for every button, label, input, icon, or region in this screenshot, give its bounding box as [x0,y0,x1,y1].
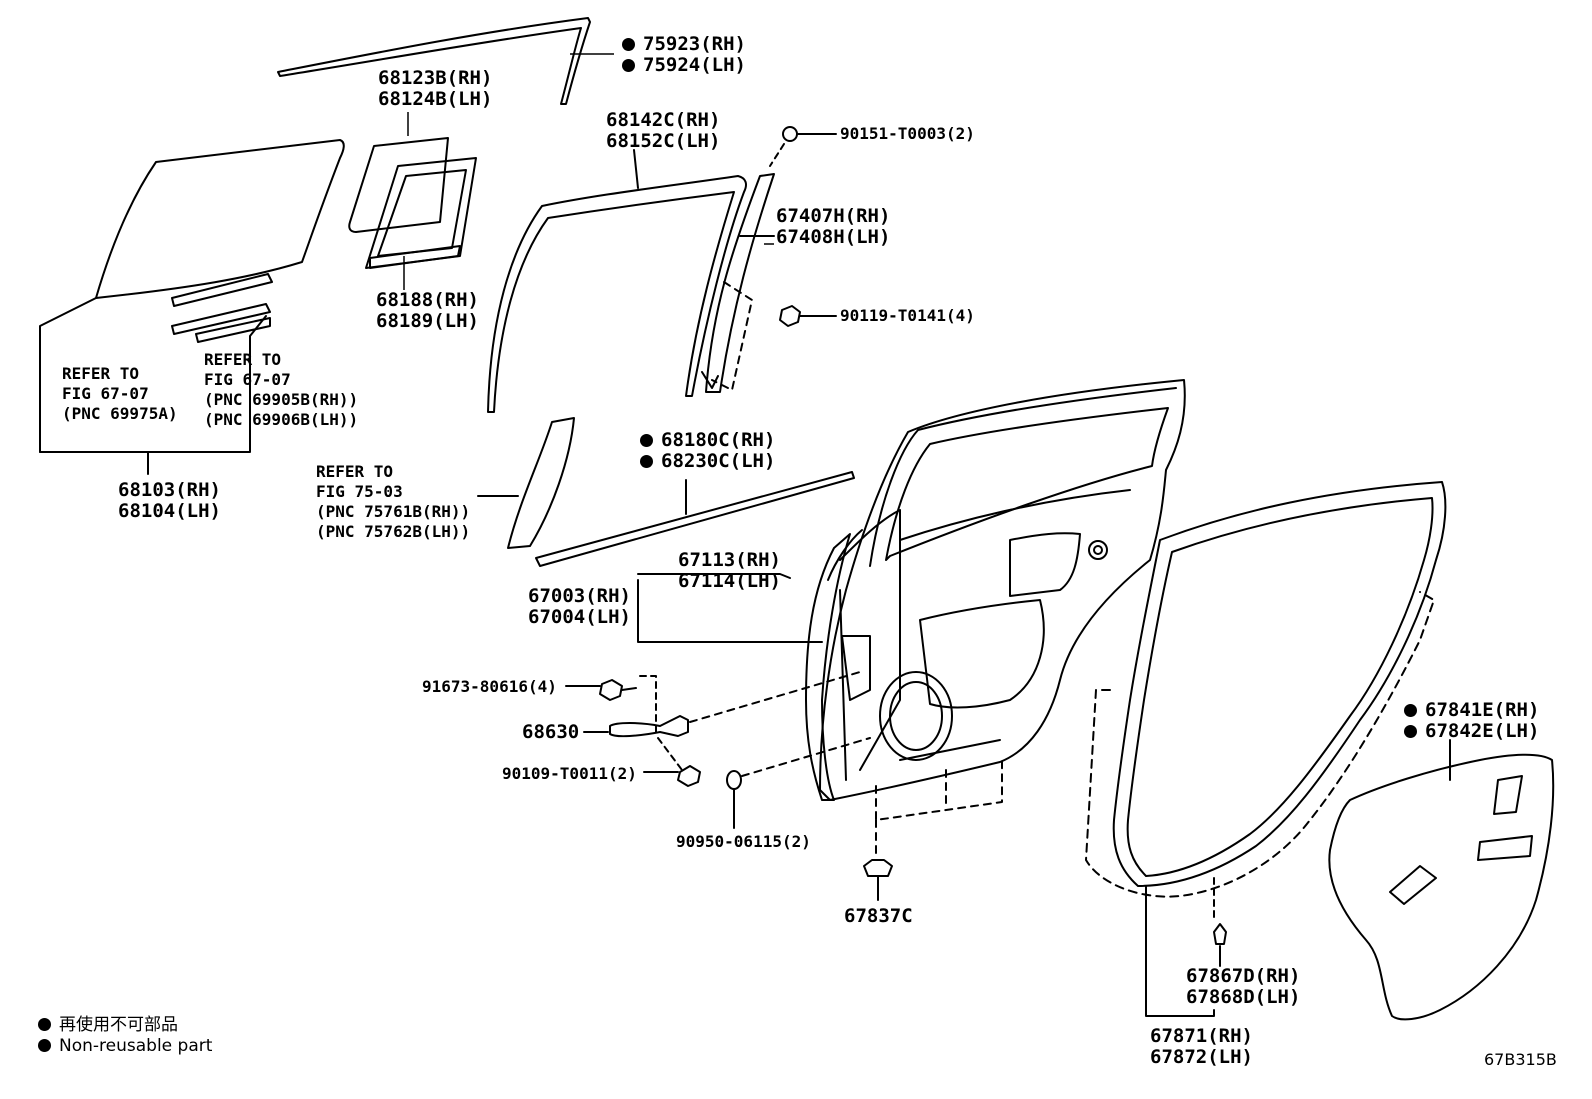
non-reusable-dot-icon [622,38,635,51]
non-reusable-dot-icon [622,59,635,72]
label-75924: 75924(LH) [622,55,746,76]
quarter-glass-frame-part [366,158,476,268]
label-68103: 68103(RH) [118,479,221,501]
label-67842: 67842E(LH) [1404,721,1539,742]
label-75923: 75923(RH) [622,34,746,55]
corner-moulding-part [508,418,574,548]
label-67407: 67407H(RH) [776,205,891,227]
label-68152: 68152C(LH) [606,130,721,152]
label-68630: 68630 [522,721,580,743]
label-67408: 67408H(LH) [776,226,891,248]
door-glass-part [96,140,344,298]
label-67004: 67004(LH) [528,606,631,628]
label-68104: 68104(LH) [118,500,221,522]
label-90950: 90950-06115(2) [676,832,811,851]
filled-dot-icon [38,1018,51,1031]
weatherstrip-part [1114,482,1446,886]
diagram-code: 67B315B [1484,1050,1557,1069]
screw-90151-part [783,127,797,141]
clip-67867-part [1214,924,1226,944]
label-68189: 68189(LH) [376,310,479,332]
door-panel-part [820,380,1185,800]
label-90119: 90119-T0141(4) [840,306,975,325]
clip-67837-part [864,860,892,876]
label-68124: 68124B(LH) [378,88,493,110]
label-67868: 67868D(LH) [1186,986,1301,1008]
non-reusable-dot-icon [640,455,653,468]
belt-strip-inner-part [172,304,270,334]
non-reusable-dot-icon [1404,725,1417,738]
label-68230: 68230C(LH) [640,451,775,472]
bolt-90109-part [678,766,700,786]
label-68188: 68188(RH) [376,289,479,311]
label-67867: 67867D(RH) [1186,965,1301,987]
label-67837: 67837C [844,905,913,927]
door-check-part [610,716,688,736]
label-91673: 91673-80616(4) [422,677,557,696]
non-reusable-dot-icon [640,434,653,447]
upper-moulding-part [278,18,590,104]
label-90109: 90109-T0011(2) [502,764,637,783]
belt-moulding-part [536,472,854,566]
label-68142: 68142C(RH) [606,109,721,131]
label-67872: 67872(LH) [1150,1046,1253,1068]
filled-dot-icon [38,1039,51,1052]
label-67113: 67113(RH) [678,549,781,571]
label-67871: 67871(RH) [1150,1025,1253,1047]
glass-run-channel-part [488,176,746,412]
label-67114: 67114(LH) [678,570,781,592]
division-bar-part [706,174,774,392]
label-90151: 90151-T0003(2) [840,124,975,143]
label-67003: 67003(RH) [528,585,631,607]
outer-panel-part [806,534,850,800]
label-68123: 68123B(RH) [378,67,493,89]
label-67841: 67841E(RH) [1404,700,1539,721]
non-reusable-dot-icon [1404,704,1417,717]
quarter-glass-part [349,138,448,232]
bolt-90119-part [780,306,800,326]
service-hole-cover-part [1329,755,1553,1020]
legend-item-ja: 再使用不可部品 [38,1010,178,1035]
hole-plug-part [727,771,741,789]
label-68180: 68180C(RH) [640,430,775,451]
belt-strip-outer-part [172,274,272,306]
legend-item-en: Non-reusable part [38,1036,212,1056]
bolt-91673-part [600,680,622,700]
